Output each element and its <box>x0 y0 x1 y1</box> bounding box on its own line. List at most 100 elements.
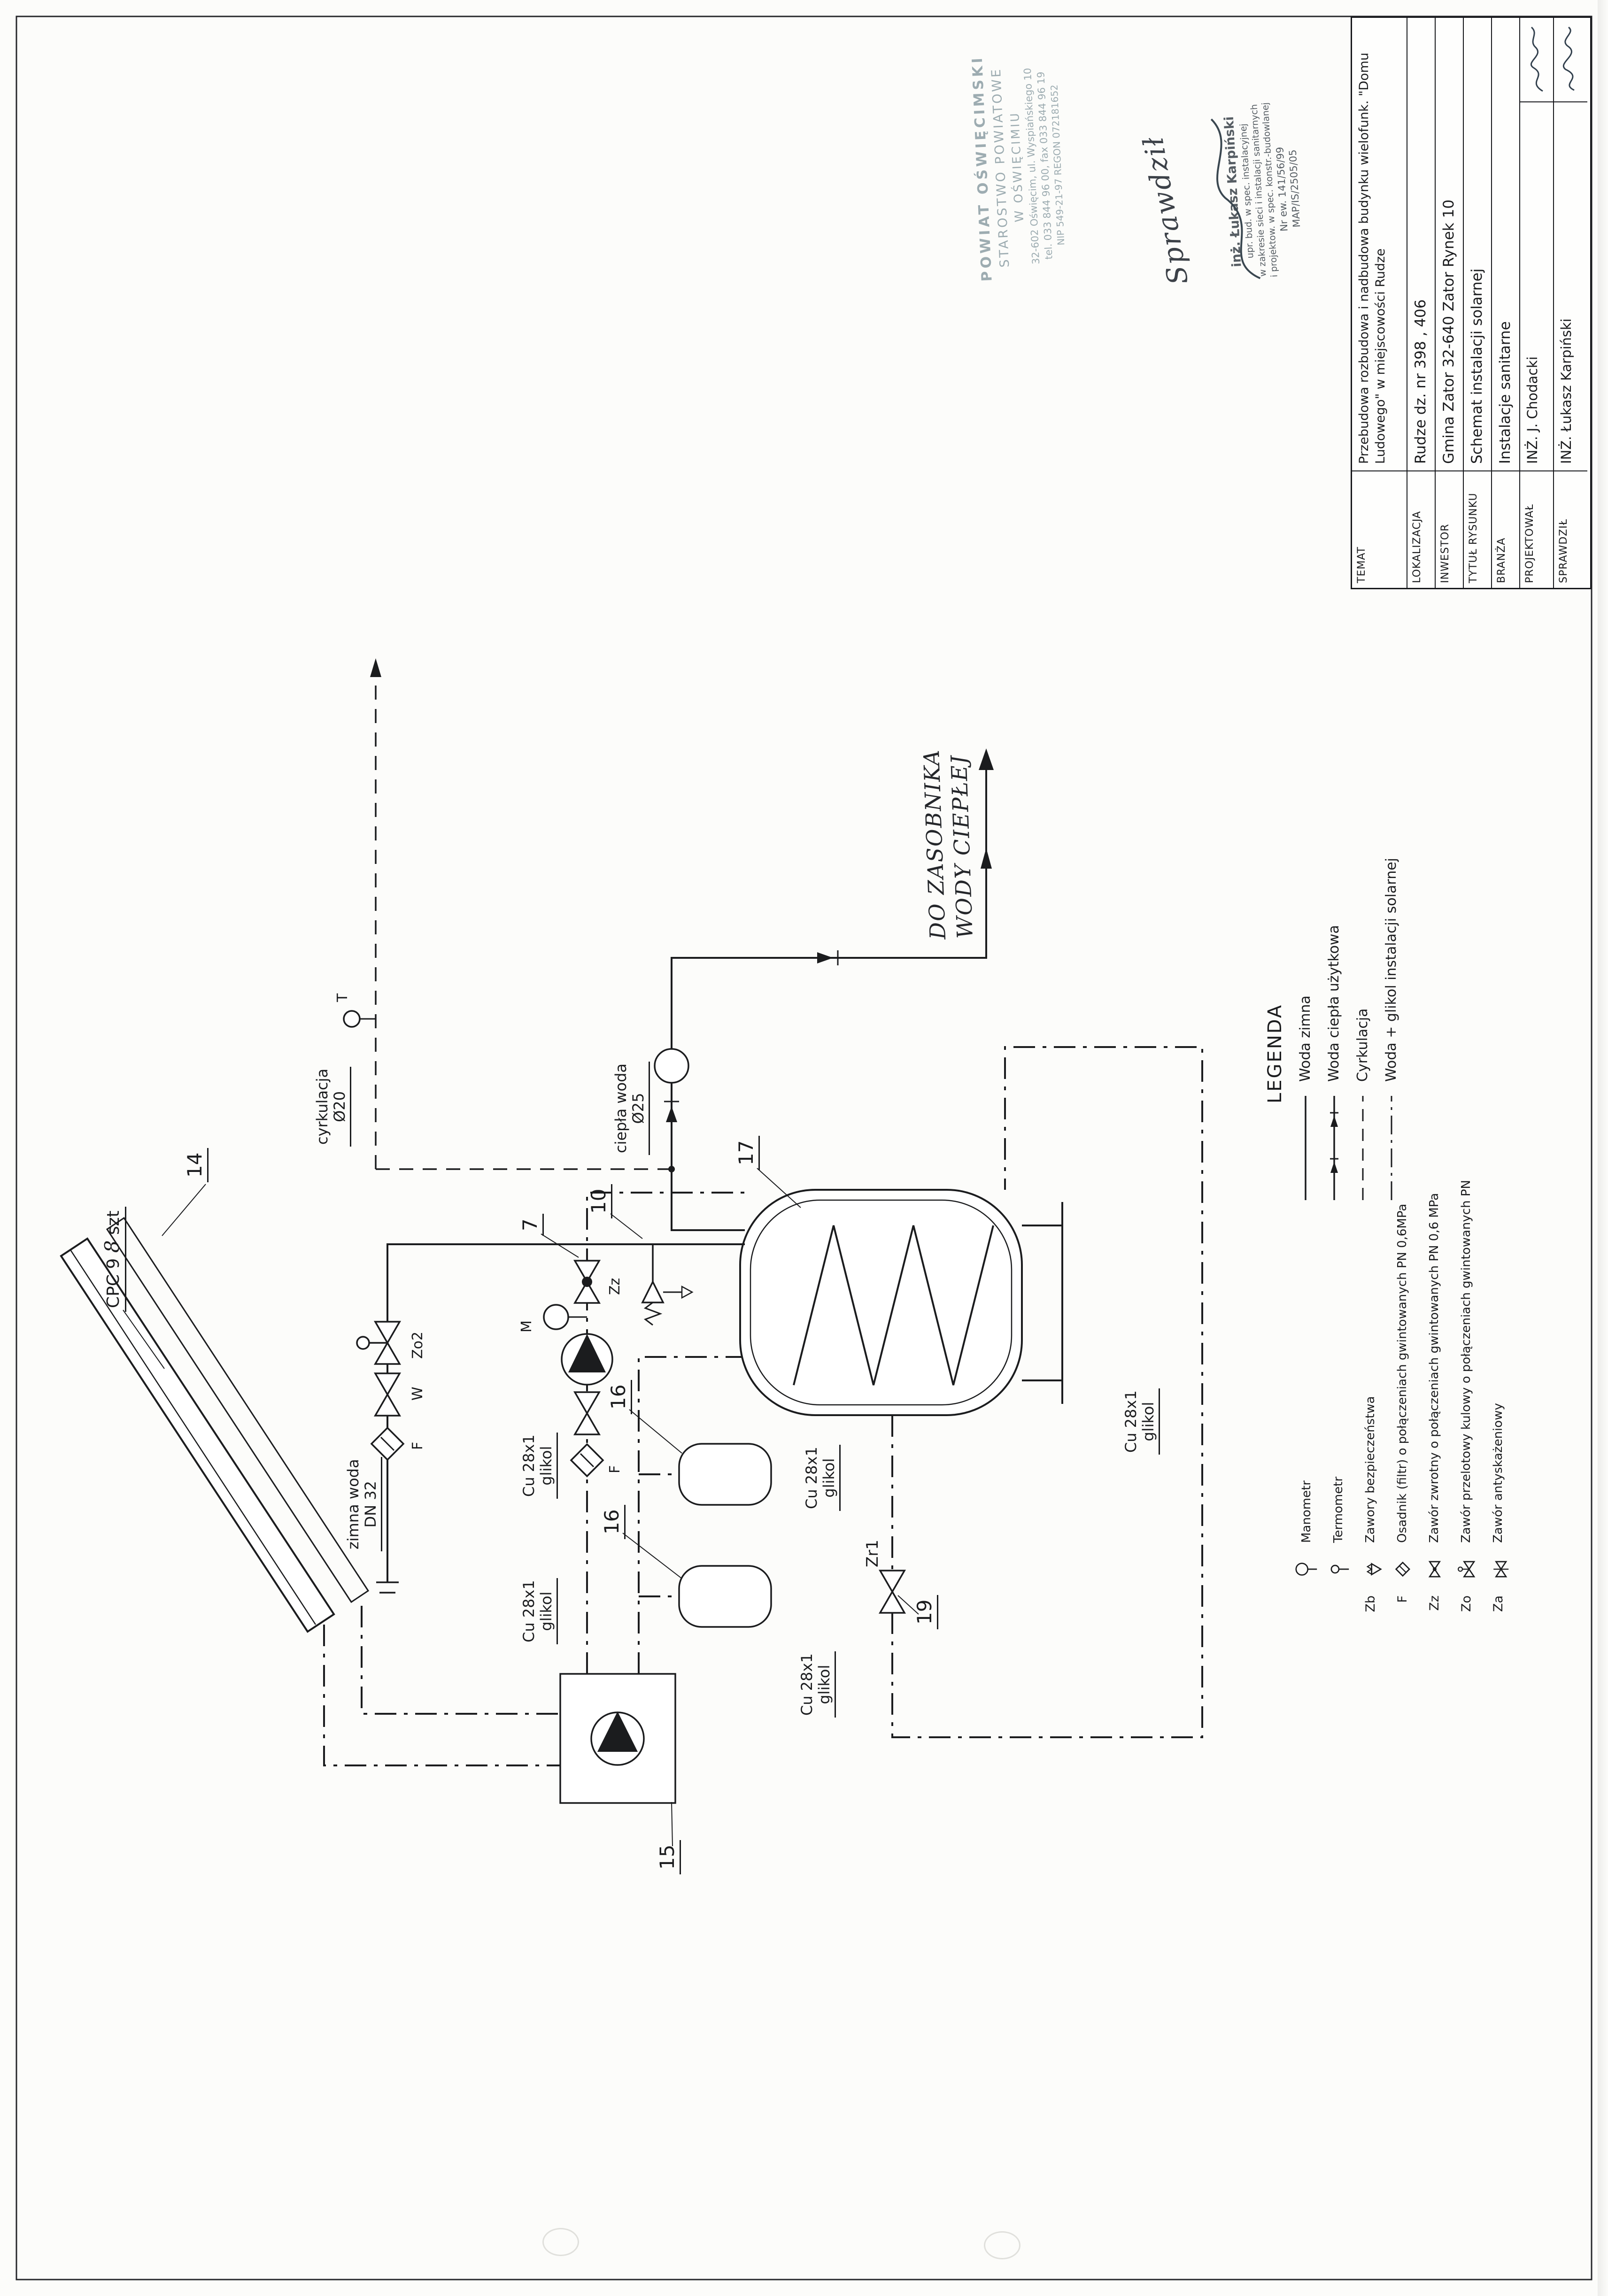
tb-label-projektowal: PROJEKTOWAŁ <box>1520 470 1553 588</box>
label-cu-c: Cu 28x1 glikol <box>520 1578 558 1644</box>
legend-symbol-label: Termometr <box>1331 1476 1345 1543</box>
tb-value-inwestor: Gmina Zator 32-640 Zator Rynek 10 <box>1440 199 1457 464</box>
valve-zr1 <box>879 1570 919 1615</box>
tag-zz-pump: Zz <box>607 1278 623 1295</box>
legend-symbol-row: Manometr <box>1294 1180 1319 1619</box>
cu-size: Cu 28x1 <box>803 1447 820 1509</box>
signature-sprawdzil <box>1554 18 1587 102</box>
engineer-stamp: inż. Łukasz Karpiński upr. bud. w spec. … <box>1210 76 1308 305</box>
cu-medium: glikol <box>1139 1402 1157 1441</box>
legend-symbol-row: Termometr <box>1326 1180 1351 1619</box>
signature-flourish <box>1210 118 1261 279</box>
backflow-preventer-icon <box>1493 1561 1509 1578</box>
tag-m-pump: M <box>518 1320 535 1333</box>
legend-line-styles: Woda zimna Woda ciepła użytkowa Cyrkulac… <box>1297 858 1412 1202</box>
check-valve-icon <box>1428 1561 1441 1578</box>
strainer-icon <box>1395 1561 1410 1577</box>
storage-tank <box>739 1168 1063 1416</box>
legend-line-label: Woda ciepła użytkowa <box>1326 925 1342 1082</box>
thermometer-icon <box>1330 1564 1349 1574</box>
expansion-vessels <box>622 1409 772 1628</box>
signature-scribble <box>1530 26 1543 92</box>
legend-key: Zz <box>1427 1595 1442 1611</box>
legend-line-row: Woda zimna <box>1297 858 1314 1202</box>
callout-15: 15 <box>656 1840 681 1874</box>
legend-line-row: Woda ciepła użytkowa <box>1326 858 1342 1202</box>
label-cu-e: Cu 28x1 glikol <box>1122 1388 1160 1455</box>
legend-key: Zb <box>1363 1595 1378 1612</box>
solar-collector <box>60 1184 370 1633</box>
tb-value-branza: Instalacje sanitarne <box>1497 321 1514 464</box>
label-ciepla-dn: Ø25 <box>629 1093 647 1124</box>
cu-medium: glikol <box>537 1446 555 1486</box>
label-zimna-woda: zimna woda DN 32 <box>344 1457 382 1551</box>
tb-label-branza: BRANŻA <box>1492 470 1519 588</box>
label-cu-d: Cu 28x1 glikol <box>798 1651 836 1718</box>
cu-size: Cu 28x1 <box>520 1434 538 1497</box>
collector-qty: 8 <box>100 1240 124 1253</box>
legend-key: Zo <box>1459 1595 1474 1612</box>
office-stamp: POWIAT OŚWIĘCIMSKI STAROSTWO POWIATOWE W… <box>966 12 1071 321</box>
callout-17: 17 <box>734 1135 760 1170</box>
legend-symbol-row: Zo Zawór przelotowy kulowy o połączeniac… <box>1454 1180 1478 1619</box>
line-sample-solid <box>1304 1096 1306 1200</box>
legend-symbol-row: F Osadnik (filtr) o połączeniach gwintow… <box>1390 1180 1415 1619</box>
safety-valve-icon <box>1366 1563 1382 1576</box>
callout-19: 19 <box>913 1595 938 1629</box>
punch-hole <box>542 2228 579 2256</box>
cu-medium: glikol <box>819 1458 838 1498</box>
solar-pump-station <box>559 1673 676 1847</box>
manometer-icon <box>1295 1563 1317 1576</box>
tb-value-lokalizacja: Rudze dz. nr 398 , 406 <box>1412 299 1429 464</box>
callout-10: 10 <box>587 1184 612 1218</box>
legend-line-label: Woda zimna <box>1297 995 1314 1082</box>
tb-value-sprawdzil: INŻ. Łukasz Karpiński <box>1558 318 1574 464</box>
label-zimna-name: zimna woda <box>344 1459 362 1549</box>
tb-value-projektowal: INŻ. J. Chodacki <box>1524 356 1540 464</box>
label-ciepla-woda: ciepła woda Ø25 <box>612 1061 650 1155</box>
title-block: TEMAT Przebudowa rozbudowa i nadbudowa b… <box>1351 16 1592 589</box>
legend-symbol-label: Zawór przelotowy kulowy o połączeniach g… <box>1459 1180 1473 1543</box>
title-block-row: TYTUŁ RYSUNKU Schemat instalacji solarne… <box>1464 18 1492 588</box>
label-cyrkulacja-name: cyrkulacja <box>313 1068 331 1145</box>
pump-group <box>541 1233 613 1477</box>
drawing-frame <box>15 15 1593 2281</box>
label-cyrkulacja-dn: Ø20 <box>330 1091 348 1122</box>
tag-t-circ: T <box>334 993 351 1002</box>
legend-symbol-row: Zz Zawór zwrotny o połączeniach gwintowa… <box>1422 1180 1446 1619</box>
legend-key: Za <box>1491 1595 1506 1612</box>
title-block-row: TEMAT Przebudowa rozbudowa i nadbudowa b… <box>1352 18 1407 588</box>
legend-symbol-label: Osadnik (filtr) o połączeniach gwintowan… <box>1395 1203 1409 1543</box>
tb-label-lokalizacja: LOKALIZACJA <box>1407 470 1435 588</box>
title-block-row: INWESTOR Gmina Zator 32-640 Zator Rynek … <box>1436 18 1464 588</box>
legend-symbol-label: Zawór antyskażeniowy <box>1491 1403 1505 1543</box>
tb-value-tytul: Schemat instalacji solarnej <box>1469 268 1485 464</box>
circulation-line <box>343 658 675 1172</box>
line-sample-glycol <box>1391 1096 1392 1200</box>
legend-heading: LEGENDA <box>1264 1003 1286 1103</box>
signature-projektowal <box>1520 18 1553 102</box>
legend-symbol-row: Zb Zawory bezpieczeństwa <box>1358 1180 1383 1619</box>
tag-zr1: Zr1 <box>863 1540 882 1567</box>
cu-size: Cu 28x1 <box>798 1653 816 1716</box>
title-block-row: PROJEKTOWAŁ INŻ. J. Chodacki <box>1520 18 1554 588</box>
title-block-row: SPRAWDZIŁ INŻ. Łukasz Karpiński <box>1554 18 1587 588</box>
tag-w: W <box>410 1387 426 1401</box>
cu-size: Cu 28x1 <box>1122 1390 1140 1453</box>
glycol-piping <box>323 1046 1203 1766</box>
ball-valve-icon <box>1458 1561 1476 1578</box>
callout-14: 14 <box>183 1148 209 1182</box>
label-zimna-dn: DN 32 <box>361 1480 379 1528</box>
handwritten-note: DO ZASOBNIKA WODY CIEPŁEJ <box>918 748 979 940</box>
legend-line-row: Cyrkulacja <box>1354 858 1371 1202</box>
legend-symbol-label: Manometr <box>1299 1480 1314 1543</box>
line-sample-hot <box>1330 1096 1338 1200</box>
legend-symbol-label: Zawory bezpieczeństwa <box>1363 1396 1377 1543</box>
callout-16a: 16 <box>607 1379 632 1414</box>
signature-scribble <box>1562 26 1575 91</box>
punch-hole <box>984 2231 1020 2259</box>
label-cyrkulacja: cyrkulacja Ø20 <box>313 1066 351 1147</box>
